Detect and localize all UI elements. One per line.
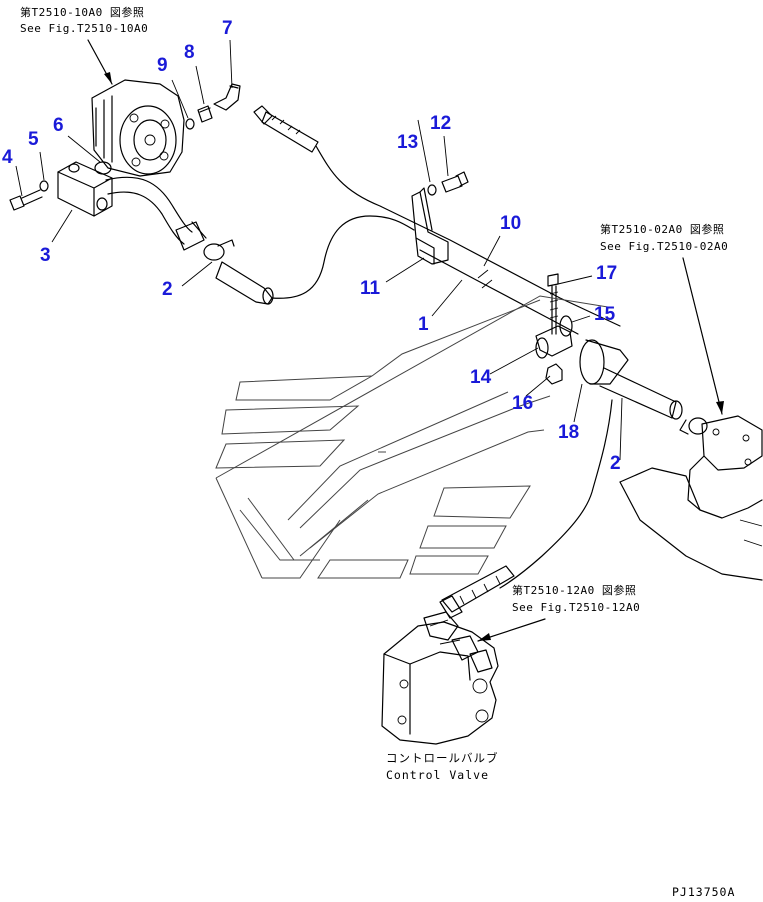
part-number-10: 10 (500, 213, 521, 234)
flange-block (57, 161, 113, 217)
bolt (441, 171, 469, 193)
bolt (9, 189, 43, 211)
part-number-4: 4 (2, 147, 13, 168)
reference-jp: 第T2510-10A0 図参照 (20, 5, 144, 19)
part-number-13: 13 (397, 132, 418, 153)
reference-jp: 第T2510-12A0 図参照 (512, 583, 636, 597)
transmission-case (619, 415, 763, 581)
part-number-3: 3 (40, 245, 51, 266)
reference-callout-top-left: 第T2510-10A0 図参照 See Fig.T2510-10A0 (20, 5, 148, 85)
nut (545, 363, 563, 385)
bracket (411, 187, 449, 265)
o-ring-small (185, 118, 195, 130)
part-number-11: 11 (360, 278, 381, 299)
reference-callout-right: 第T2510-02A0 図参照 See Fig.T2510-02A0 (600, 222, 728, 415)
wire-loop (271, 215, 415, 299)
part-number-7: 7 (222, 18, 233, 39)
part-number-15: 15 (594, 304, 616, 325)
part-number-12: 12 (430, 113, 451, 134)
pressure-hose (579, 339, 683, 420)
hose-fitting (253, 105, 319, 153)
pump-assembly (91, 79, 185, 177)
hose-clamp (203, 239, 235, 261)
part-number-1: 1 (418, 314, 429, 335)
drawing-number: PJ13750A (672, 885, 735, 899)
hose-line (499, 399, 613, 589)
control-valve-caption-jp: コントロールバルブ (386, 751, 499, 765)
washer (427, 184, 437, 196)
elbow (213, 83, 241, 111)
part-number-5: 5 (28, 129, 39, 150)
part-number-8: 8 (184, 42, 195, 63)
reference-en: See Fig.T2510-02A0 (600, 240, 728, 253)
part-number-18: 18 (558, 422, 579, 443)
part-number-2: 2 (610, 453, 621, 474)
bolt (547, 273, 559, 335)
control-valve (381, 565, 515, 745)
pipe-clamp (535, 315, 573, 359)
suction-hose (105, 176, 207, 251)
leader-lines (15, 39, 623, 461)
reference-jp: 第T2510-02A0 図参照 (600, 222, 724, 236)
hose-end (215, 261, 274, 305)
hose-clamp (679, 417, 708, 435)
part-number-14: 14 (470, 367, 492, 388)
part-number-9: 9 (157, 55, 168, 76)
part-number-16: 16 (512, 393, 533, 414)
main-pipe (315, 145, 621, 335)
part-number-17: 17 (596, 263, 617, 284)
reference-en: See Fig.T2510-10A0 (20, 22, 148, 35)
washer (39, 180, 49, 192)
reference-en: See Fig.T2510-12A0 (512, 601, 640, 614)
reference-callout-bottom: 第T2510-12A0 図参照 See Fig.T2510-12A0 (477, 583, 640, 642)
nipple (197, 105, 213, 123)
part-number-2: 2 (162, 279, 173, 300)
tractor-body-outline (215, 295, 615, 579)
part-number-6: 6 (53, 115, 64, 136)
control-valve-caption-en: Control Valve (386, 768, 489, 782)
